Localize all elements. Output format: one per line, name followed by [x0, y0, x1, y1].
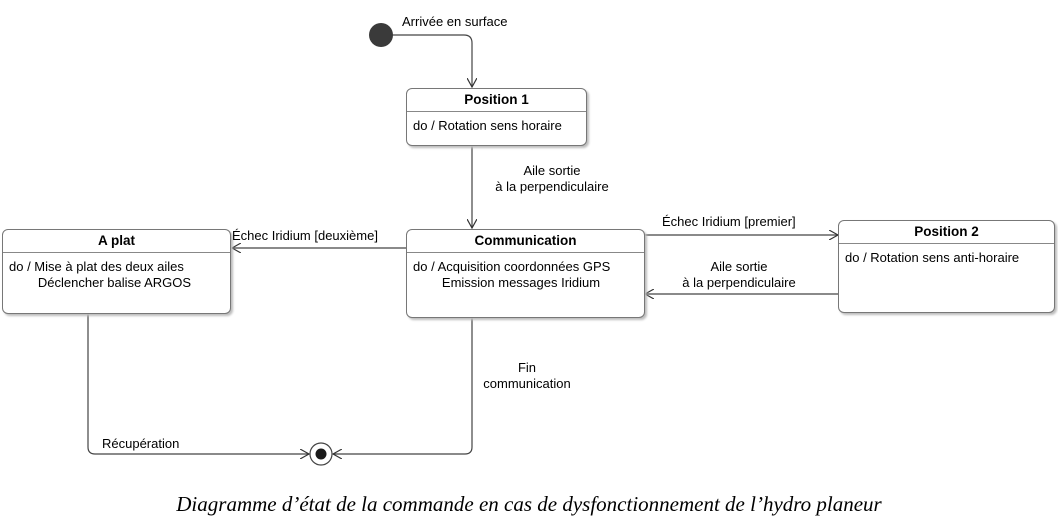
label-line: communication — [483, 376, 571, 391]
state-activity: do / Mise à plat des deux ailes Déclench… — [3, 253, 230, 291]
diagram-caption: Diagramme d’état de la commande en cas d… — [176, 492, 882, 516]
activity-line: Emission messages Iridium — [413, 275, 601, 290]
activity-line: Déclencher balise ARGOS — [9, 275, 192, 290]
state-position-2: Position 2 do / Rotation sens anti-horai… — [838, 220, 1055, 313]
label-communication-to-position2: Échec Iridium [premier] — [662, 214, 796, 229]
initial-state-node — [369, 23, 393, 47]
label-line: Aile sortie — [523, 163, 581, 178]
activity-line: do / Mise à plat des deux ailes — [9, 259, 184, 274]
activity-line: do / Rotation sens anti-horaire — [845, 250, 1020, 265]
label-line: à la perpendiculaire — [682, 275, 796, 290]
transition-start-to-position1 — [392, 34, 472, 87]
transition-communication-to-final — [333, 318, 473, 454]
state-name: Communication — [407, 230, 644, 253]
transition-aplat-to-final — [87, 314, 309, 454]
label-line: à la perpendiculaire — [495, 179, 609, 194]
state-a-plat: A plat do / Mise à plat des deux ailes D… — [2, 229, 231, 314]
label-communication-to-final: Fin communication — [472, 360, 582, 392]
label-line: Aile sortie — [710, 259, 768, 274]
state-name: A plat — [3, 230, 230, 253]
final-state-node — [315, 448, 327, 460]
state-activity: do / Rotation sens anti-horaire — [839, 244, 1054, 266]
label-position1-to-communication: Aile sortie à la perpendiculaire — [482, 163, 622, 195]
label-start-transition: Arrivée en surface — [402, 14, 508, 29]
state-communication: Communication do / Acquisition coordonné… — [406, 229, 645, 318]
label-line: Fin — [517, 360, 537, 375]
state-activity: do / Acquisition coordonnées GPS Emissio… — [407, 253, 644, 291]
label-communication-to-aplat: Échec Iridium [deuxième] — [232, 228, 378, 243]
activity-line: do / Rotation sens horaire — [413, 118, 562, 133]
label-position2-to-communication: Aile sortie à la perpendiculaire — [669, 259, 809, 291]
state-name: Position 1 — [407, 89, 586, 112]
state-position-1: Position 1 do / Rotation sens horaire — [406, 88, 587, 146]
state-name: Position 2 — [839, 221, 1054, 244]
label-aplat-to-final: Récupération — [102, 436, 180, 451]
state-activity: do / Rotation sens horaire — [407, 112, 586, 134]
activity-line: do / Acquisition coordonnées GPS — [413, 259, 611, 274]
